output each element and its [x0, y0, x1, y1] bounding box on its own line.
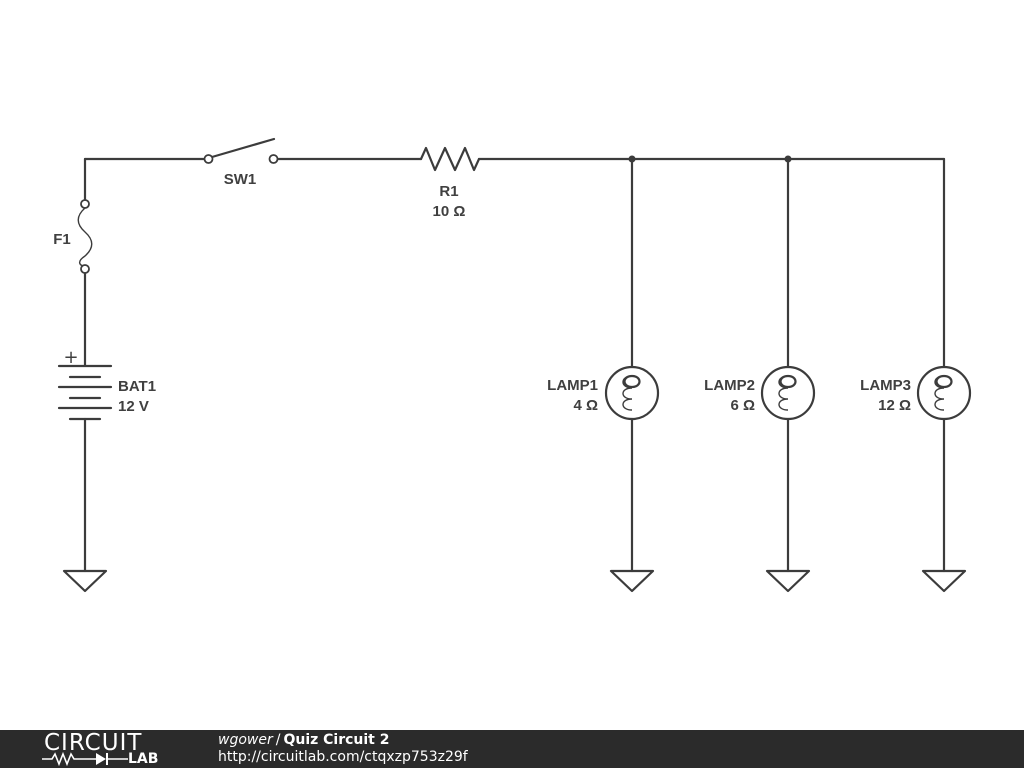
lamp-branch-1	[604, 157, 660, 593]
lamp-value: 12 Ω	[878, 397, 911, 414]
lamp-value: 4 Ω	[573, 397, 598, 414]
battery-bat1	[57, 364, 113, 421]
circuit-url[interactable]: http://circuitlab.com/ctqxzp753z29f	[218, 749, 468, 765]
ground-symbol	[765, 569, 811, 593]
lamp-label: LAMP1	[547, 377, 598, 394]
logo-wordmark-top: CIRCUIT	[44, 730, 143, 756]
resistor-diode-icon	[42, 752, 128, 766]
lamp-branch-3	[916, 157, 972, 593]
lamp-label: LAMP2	[704, 377, 755, 394]
circuitlab-logo[interactable]: CIRCUIT LAB	[40, 730, 180, 768]
battery-value: 12 V	[118, 398, 149, 415]
circuit-schematic: SW1 R1 10 Ω F1 + BAT1 12 V	[53, 137, 972, 593]
fuse-label: F1	[53, 231, 71, 248]
ground-symbol	[62, 569, 108, 593]
logo-wordmark-bottom: LAB	[128, 751, 159, 767]
resistor-r1	[419, 146, 481, 172]
ground-symbol	[609, 569, 655, 593]
ground-symbol	[921, 569, 967, 593]
switch-sw1	[203, 137, 279, 164]
title-separator: /	[275, 732, 281, 748]
resistor-value: 10 Ω	[433, 203, 466, 220]
lamp-value: 6 Ω	[730, 397, 755, 414]
battery-plus-mark: +	[63, 347, 78, 368]
circuit-title[interactable]: Quiz Circuit 2	[283, 732, 390, 748]
battery-label: BAT1	[118, 378, 156, 395]
switch-label: SW1	[224, 171, 257, 188]
author-name[interactable]: wgower	[218, 732, 273, 748]
circuit-meta: wgower/Quiz Circuit 2 http://circuitlab.…	[218, 732, 468, 766]
lamp-branch-2	[760, 157, 816, 593]
lamp-label: LAMP3	[860, 377, 911, 394]
footer-bar: CIRCUIT LAB wgower/Quiz Circuit 2 http:/…	[0, 730, 1024, 768]
fuse-f1	[77, 199, 93, 274]
resistor-label: R1	[439, 183, 458, 200]
